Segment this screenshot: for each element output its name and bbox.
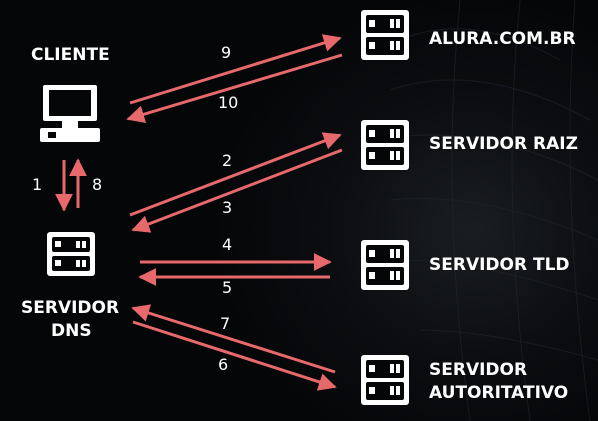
server-icon (361, 355, 409, 405)
step-number-8: 8 (92, 175, 103, 194)
step-number-9: 9 (221, 43, 232, 62)
server-icon (361, 240, 409, 290)
step-number-7: 7 (220, 314, 231, 333)
step-number-6: 6 (218, 355, 229, 374)
arrow-step-2 (129, 132, 342, 217)
arrow-step-9 (129, 34, 342, 105)
servidor-tld-label: SERVIDOR TLD (429, 255, 570, 275)
step-number-10: 10 (218, 93, 239, 112)
server-icon (361, 10, 409, 60)
arrow-step-7 (131, 304, 336, 374)
servidor-dns-label-line1: SERVIDOR (21, 298, 120, 318)
step-number-1: 1 (32, 175, 43, 194)
arrow-step-3 (131, 148, 343, 233)
step-number-4: 4 (222, 235, 233, 254)
arrow-step-10 (126, 53, 343, 123)
alura-label: ALURA.COM.BR (429, 29, 576, 49)
arrow-step-6 (132, 320, 337, 391)
server-icon (361, 120, 409, 170)
step-number-3: 3 (222, 198, 233, 217)
step-number-2: 2 (222, 151, 233, 170)
step-number-5: 5 (222, 278, 233, 297)
server-icon (47, 232, 95, 276)
servidor-autoritativo-label-line1: SERVIDOR (429, 360, 528, 380)
servidor-raiz-label: SERVIDOR RAIZ (429, 134, 578, 154)
cliente-label: CLIENTE (31, 45, 110, 65)
servidor-autoritativo-label-line2: AUTORITATIVO (429, 383, 569, 403)
computer-icon (40, 85, 100, 142)
servidor-dns-label-line2: DNS (51, 321, 92, 341)
